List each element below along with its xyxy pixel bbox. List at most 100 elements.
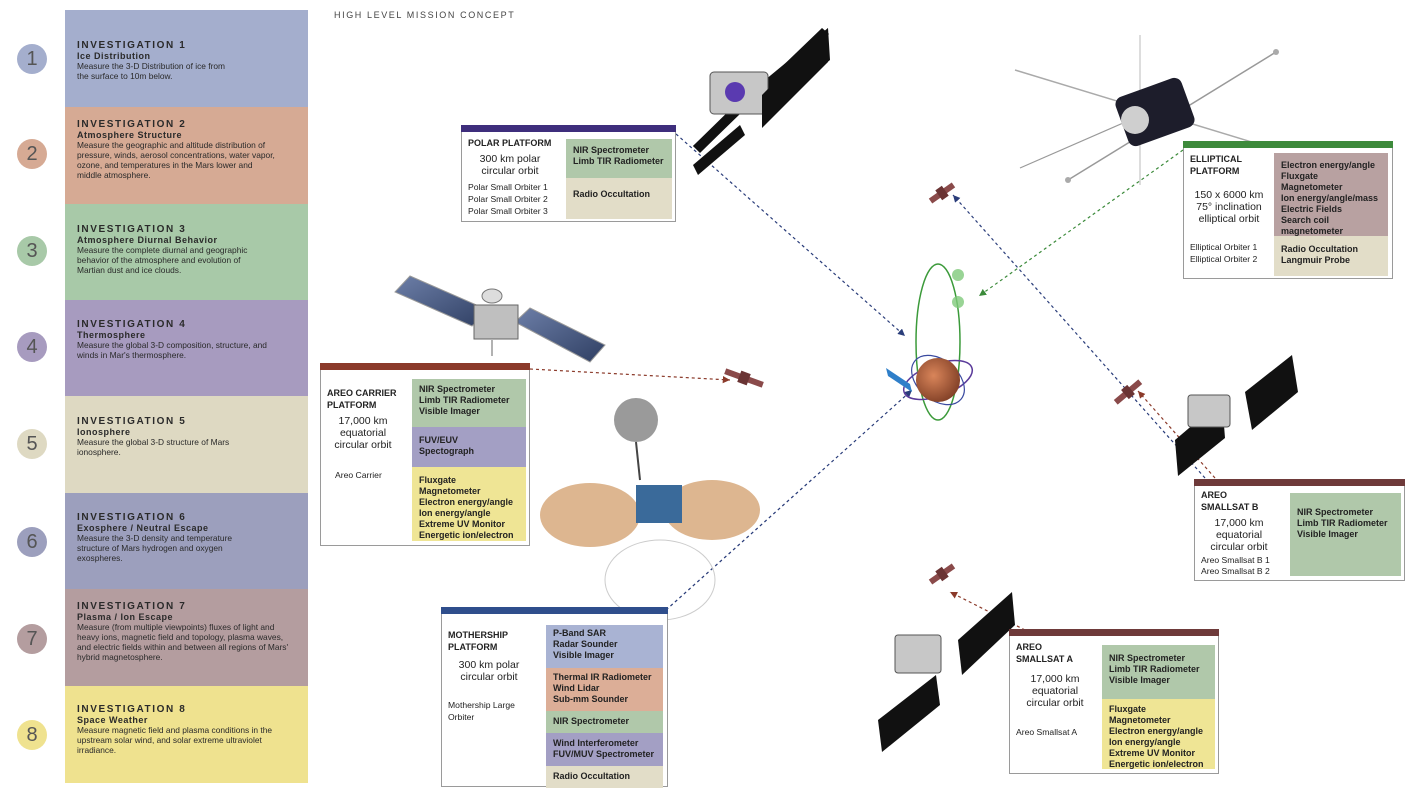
instrument-block: Fluxgate Magnetometer Electron energy/an…: [1102, 699, 1215, 769]
instrument-block: FUV/EUV Spectograph: [412, 427, 526, 467]
instrument-block: NIR Spectrometer: [546, 711, 663, 733]
investigation-subtitle: Plasma / Ion Escape: [77, 612, 174, 622]
instrument-block: P-Band SAR Radar Sounder Visible Imager: [546, 625, 663, 668]
investigation-number-badge: 3: [17, 236, 47, 266]
instrument-block: Radio Occultation: [546, 766, 663, 788]
mothership-platform-card: MOTHERSHIP PLATFORM 300 km polar circula…: [441, 607, 668, 788]
instrument-block: NIR Spectrometer Limb TIR Radiometer: [566, 139, 672, 178]
investigation-title: INVESTIGATION 7: [77, 601, 187, 612]
platform-orbit: 17,000 km equatorial circular orbit: [1026, 673, 1084, 709]
link-polar-to-mars: [675, 133, 906, 337]
platform-name: AREO SMALLSAT B: [1201, 490, 1259, 512]
investigation-6: INVESTIGATION 6 Exosphere / Neutral Esca…: [65, 493, 308, 589]
smallsat-marker-carrier: [724, 368, 764, 388]
link-smallsat-b-to-orbit: [952, 194, 1206, 479]
instrument-block: Fluxgate Magnetometer Electron energy/an…: [412, 467, 526, 541]
instrument-block: Radio Occultation Langmuir Probe: [1274, 236, 1388, 276]
investigation-subtitle: Exosphere / Neutral Escape: [77, 523, 209, 533]
investigation-4: INVESTIGATION 4 Thermosphere Measure the…: [65, 300, 308, 396]
platform-craft: Mothership Large Orbiter: [448, 700, 515, 722]
card-header-bar: [1183, 141, 1393, 148]
investigation-5: INVESTIGATION 5 Ionosphere Measure the g…: [65, 396, 308, 493]
smallsat-marker-right: [1113, 379, 1143, 405]
card-header-bar: [441, 607, 668, 614]
investigation-subtitle: Ice Distribution: [77, 51, 151, 61]
investigation-description: Measure the 3-D density and temperature …: [77, 533, 233, 563]
investigation-3: INVESTIGATION 3 Atmosphere Diurnal Behav…: [65, 204, 308, 300]
platform-craft: Areo Smallsat A: [1016, 727, 1078, 737]
elliptical-platform-card: ELLIPTICAL PLATFORM 150 x 6000 km 75° in…: [1183, 141, 1393, 279]
investigation-description: Measure the complete diurnal and geograp…: [77, 245, 248, 275]
card-header-bar: [461, 125, 676, 132]
investigation-number-badge: 1: [17, 44, 47, 74]
card-header-bar: [1194, 479, 1405, 486]
platform-craft: Areo Carrier: [335, 470, 382, 480]
investigation-title: INVESTIGATION 4: [77, 319, 187, 330]
platform-name: POLAR PLATFORM: [468, 138, 552, 148]
instrument-block: Radio Occultation: [566, 178, 672, 219]
investigation-2: INVESTIGATION 2 Atmosphere Structure Mea…: [65, 107, 308, 204]
investigation-subtitle: Ionosphere: [77, 427, 131, 437]
platform-craft: Areo Smallsat B 1 Areo Smallsat B 2: [1201, 555, 1270, 576]
investigation-7: INVESTIGATION 7 Plasma / Ion Escape Meas…: [65, 589, 308, 686]
investigation-1: INVESTIGATION 1 Ice Distribution Measure…: [65, 10, 308, 107]
investigation-description: Measure the global 3-D structure of Mars…: [77, 437, 230, 457]
investigation-title: INVESTIGATION 6: [77, 512, 187, 523]
platform-orbit: 17,000 km equatorial circular orbit: [1210, 517, 1268, 553]
instrument-block: Electron energy/angle Fluxgate Magnetome…: [1274, 153, 1388, 236]
smallsat-b-spacecraft: [1175, 355, 1298, 476]
instrument-block: NIR Spectrometer Limb TIR Radiometer Vis…: [1290, 493, 1401, 576]
investigation-number-badge: 7: [17, 624, 47, 654]
mars-globe: [886, 263, 974, 421]
investigation-description: Measure magnetic field and plasma condit…: [77, 725, 273, 755]
platform-name: ELLIPTICAL PLATFORM: [1190, 154, 1242, 176]
card-header-bar: [1009, 629, 1219, 636]
smallsat-marker-bottom: [928, 563, 956, 585]
investigation-description: Measure the geographic and altitude dist…: [77, 140, 275, 180]
smallsat-marker-top: [928, 182, 956, 204]
investigation-number-badge: 2: [17, 139, 47, 169]
investigation-subtitle: Atmosphere Structure: [77, 130, 183, 140]
platform-orbit: 17,000 km equatorial circular orbit: [334, 415, 392, 451]
areo-smallsat-a-card: AREO SMALLSAT A 17,000 km equatorial cir…: [1009, 629, 1219, 774]
link-mothership-to-mars: [665, 389, 913, 611]
smallsat-a-spacecraft: [878, 592, 1015, 752]
investigation-description: Measure the 3-D Distribution of ice from…: [77, 61, 226, 81]
investigation-description: Measure the global 3-D composition, stru…: [77, 340, 267, 360]
investigation-title: INVESTIGATION 1: [77, 40, 187, 51]
investigation-title: INVESTIGATION 3: [77, 224, 187, 235]
areo-carrier-platform-card: AREO CARRIER PLATFORM 17,000 km equatori…: [320, 363, 530, 546]
polar-platform-card: POLAR PLATFORM 300 km polar circular orb…: [461, 125, 676, 222]
platform-orbit: 300 km polar circular orbit: [458, 659, 520, 683]
areo-carrier-spacecraft: [394, 275, 606, 363]
investigation-description: Measure (from multiple viewpoints) fluxe…: [77, 622, 289, 662]
mission-title: HIGH LEVEL MISSION CONCEPT: [334, 10, 516, 20]
investigation-title: INVESTIGATION 5: [77, 416, 187, 427]
investigation-number-badge: 4: [17, 332, 47, 362]
elliptical-orbiter-spacecraft: [1014, 35, 1279, 185]
instrument-block: Thermal IR Radiometer Wind Lidar Sub-mm …: [546, 668, 663, 711]
platform-orbit: 300 km polar circular orbit: [479, 153, 541, 177]
platform-craft: Polar Small Orbiter 1 Polar Small Orbite…: [468, 182, 548, 216]
investigation-title: INVESTIGATION 8: [77, 704, 187, 715]
investigation-8: INVESTIGATION 8 Space Weather Measure ma…: [65, 686, 308, 783]
investigation-subtitle: Atmosphere Diurnal Behavior: [77, 235, 218, 245]
instrument-block: Wind Interferometer FUV/MUV Spectrometer: [546, 733, 663, 766]
platform-name: AREO SMALLSAT A: [1016, 642, 1073, 664]
mothership-spacecraft: [540, 398, 760, 621]
investigation-number-badge: 8: [17, 720, 47, 750]
areo-smallsat-b-card: AREO SMALLSAT B 17,000 km equatorial cir…: [1194, 479, 1405, 581]
platform-name: AREO CARRIER PLATFORM: [327, 388, 397, 410]
investigation-number-badge: 5: [17, 429, 47, 459]
platform-craft: Elliptical Orbiter 1 Elliptical Orbiter …: [1190, 242, 1258, 264]
investigation-number-badge: 6: [17, 527, 47, 557]
instrument-block: NIR Spectrometer Limb TIR Radiometer Vis…: [1102, 645, 1215, 699]
platform-orbit: 150 x 6000 km 75° inclination elliptical…: [1194, 189, 1264, 225]
platform-name: MOTHERSHIP PLATFORM: [448, 630, 509, 652]
card-header-bar: [320, 363, 530, 370]
link-smallsat-b-to-marker: [1137, 390, 1216, 479]
investigation-subtitle: Thermosphere: [77, 330, 146, 340]
investigation-subtitle: Space Weather: [77, 715, 148, 725]
